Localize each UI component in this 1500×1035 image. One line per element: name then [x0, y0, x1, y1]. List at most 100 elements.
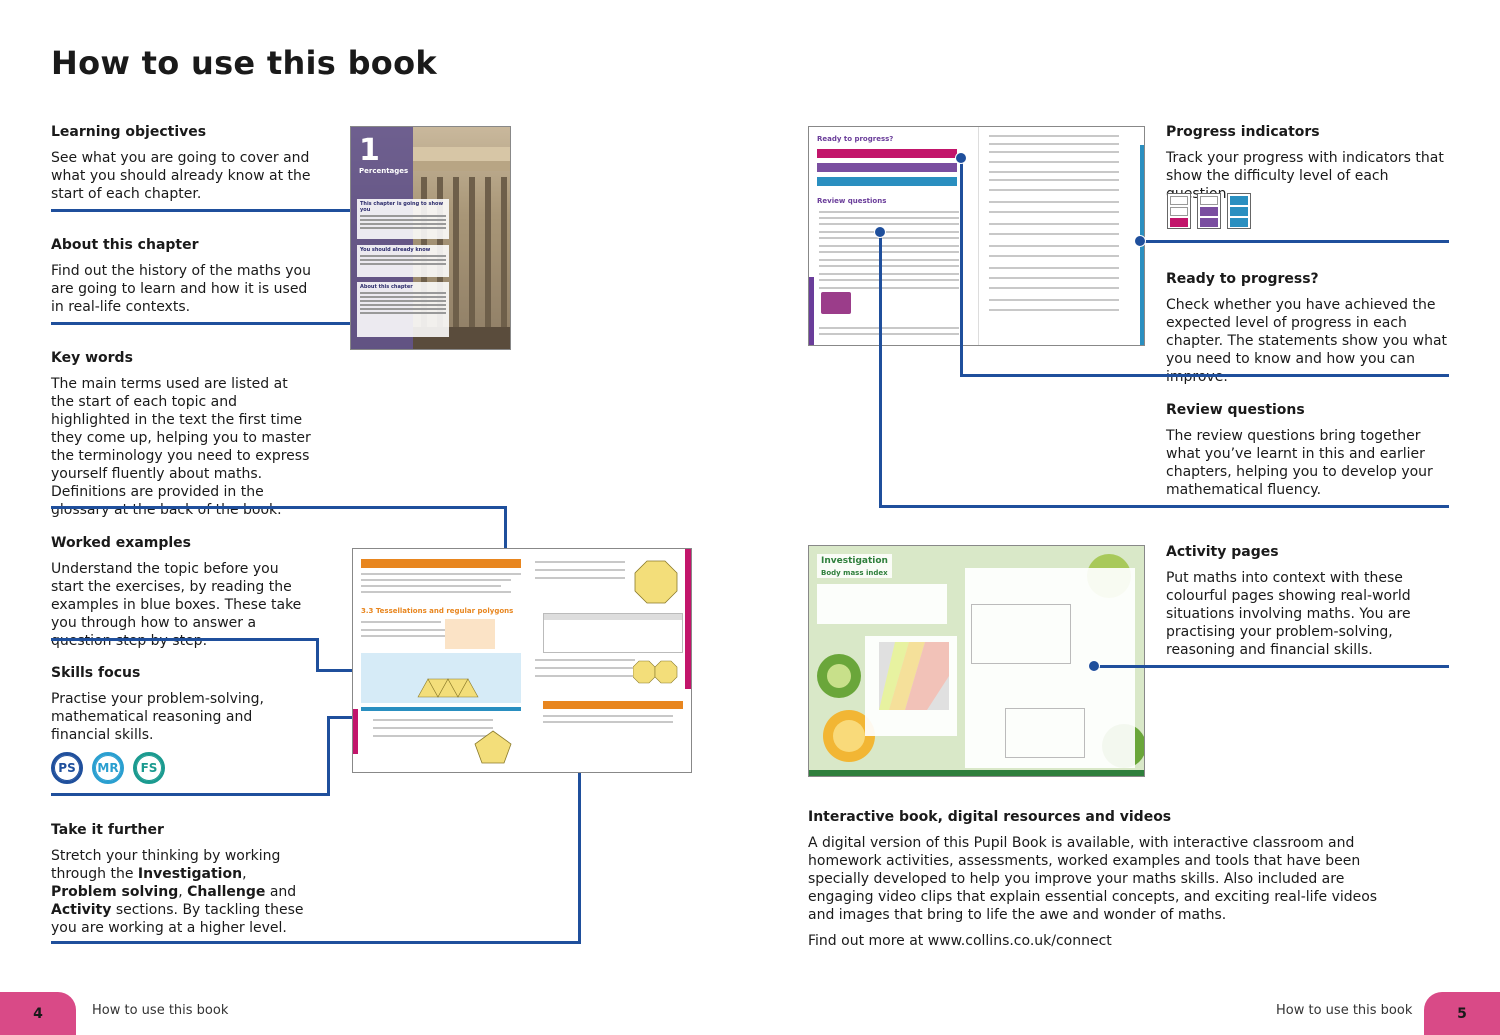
mathematical-reasoning-badge: MR [92, 752, 124, 784]
bmi-chart [879, 642, 949, 710]
objectives-box-title: This chapter is going to show you [360, 201, 444, 213]
pentagon-diagram [474, 730, 512, 764]
bmi-chart-panel [865, 636, 957, 736]
ready-to-progress-connector-vertical [960, 158, 963, 377]
activity-pages-heading: Activity pages [1166, 544, 1279, 560]
about-chapter-text: Find out the history of the maths you ar… [51, 263, 311, 315]
take-further-connector-vertical [578, 733, 581, 944]
take-further-text: Stretch your thinking by working through… [51, 848, 304, 936]
worked-examples-connector-end [316, 669, 370, 672]
key-words-connector [51, 506, 507, 509]
review-questions-label: Review questions [817, 197, 887, 205]
octagon-diagram [634, 560, 678, 604]
learning-objectives-heading: Learning objectives [51, 124, 207, 140]
prior-knowledge-box: You should already know [357, 245, 449, 277]
take-further-section: Take it further Stretch your thinking by… [51, 822, 311, 937]
progress-indicator-high [1227, 193, 1251, 229]
progress-indicators-connector [1140, 240, 1449, 243]
take-further-heading: Take it further [51, 822, 164, 838]
activity-pages-text: Put maths into context with these colour… [1166, 570, 1411, 658]
tessellations-spread-thumbnail: 3.3 Tessellations and regular polygons [352, 548, 692, 773]
progress-indicators-text: Track your progress with indicators that… [1166, 150, 1444, 202]
financial-skills-badge-label: FS [136, 755, 162, 781]
octagon-square-tessellation [633, 660, 678, 684]
skills-focus-text: Practise your problem-solving, mathemati… [51, 691, 265, 743]
review-questions-connector [880, 505, 1449, 508]
learning-objectives-connector [51, 209, 364, 212]
data-table [971, 604, 1071, 664]
bank-card-image [821, 292, 851, 314]
progress-indicators-heading: Progress indicators [1166, 124, 1320, 140]
worked-examples-connector [51, 638, 319, 641]
page-number-right: 5 [1424, 992, 1500, 1035]
review-left-page: Ready to progress? Review questions [809, 127, 977, 345]
activity-pages-connector [1094, 665, 1449, 668]
worked-examples-section: Worked examples Understand the topic bef… [51, 535, 311, 650]
review-spread-thumbnail: Ready to progress? Review questions [808, 126, 1145, 346]
data-table-2 [1005, 708, 1085, 758]
footer-right-title: How to use this book [1276, 1003, 1413, 1018]
page-title: How to use this book [51, 44, 437, 82]
tessellation-diagram [417, 678, 479, 698]
progress-indicators-dot [1134, 235, 1146, 247]
skills-focus-section: Skills focus Practise your problem-solvi… [51, 665, 311, 744]
problem-solving-badge: PS [51, 752, 83, 784]
chapter-opener-thumbnail: 1 Percentages This chapter is going to s… [350, 126, 511, 350]
interactive-heading: Interactive book, digital resources and … [808, 809, 1172, 825]
review-questions-connector-vertical [879, 232, 882, 508]
about-chapter-section: About this chapter Find out the history … [51, 237, 311, 316]
collins-connect-link[interactable]: Find out more at www.collins.co.uk/conne… [808, 933, 1112, 949]
key-words-text: The main terms used are listed at the st… [51, 376, 311, 518]
review-questions-section: Review questions The review questions br… [1166, 402, 1451, 499]
review-questions-dot [874, 226, 886, 238]
key-words-heading: Key words [51, 350, 133, 366]
progress-indicator-mid [1197, 193, 1221, 229]
page-number-left: 4 [0, 992, 76, 1035]
learning-objectives-section: Learning objectives See what you are goi… [51, 124, 311, 203]
interactive-section: Interactive book, digital resources and … [808, 809, 1398, 950]
learning-objectives-text: See what you are going to cover and what… [51, 150, 311, 202]
mathematical-reasoning-badge-label: MR [95, 755, 121, 781]
section-heading: 3.3 Tessellations and regular polygons [361, 607, 514, 615]
financial-skills-badge: FS [133, 752, 165, 784]
progress-indicator-low [1167, 193, 1191, 229]
ready-to-progress-section: Ready to progress? Check whether you hav… [1166, 271, 1451, 386]
chapter-number: 1 [359, 133, 380, 168]
key-words-section: Key words The main terms used are listed… [51, 350, 313, 519]
worked-examples-heading: Worked examples [51, 535, 191, 551]
review-questions-text: The review questions bring together what… [1166, 428, 1433, 498]
about-chapter-heading: About this chapter [51, 237, 199, 253]
about-chapter-box: About this chapter [357, 282, 449, 337]
investigation-title: Investigation [817, 554, 892, 568]
prior-knowledge-box-title: You should already know [360, 247, 431, 253]
review-right-page [978, 127, 1144, 345]
skills-focus-connector-vertical [327, 716, 330, 796]
ready-to-progress-connector [962, 374, 1449, 377]
skills-focus-connector-end [327, 716, 372, 719]
worked-examples-text: Understand the topic before you start th… [51, 561, 302, 649]
ready-to-progress-dot [955, 152, 967, 164]
objectives-box: This chapter is going to show you [357, 199, 449, 239]
challenge-banner [361, 559, 521, 568]
about-chapter-connector [51, 322, 364, 325]
ready-to-progress-text: Check whether you have achieved the expe… [1166, 297, 1448, 385]
review-questions-heading: Review questions [1166, 402, 1305, 418]
intro-panel [817, 584, 947, 624]
ready-to-progress-label: Ready to progress? [817, 135, 894, 143]
footer-left-title: How to use this book [92, 1003, 229, 1018]
polygon-table [543, 613, 683, 653]
activity-pages-section: Activity pages Put maths into context wi… [1166, 544, 1451, 659]
worked-examples-connector-vertical [316, 638, 319, 672]
skills-focus-connector [51, 793, 330, 796]
about-chapter-box-title: About this chapter [360, 284, 413, 290]
activity-panel [965, 568, 1135, 768]
chapter-title: Percentages [359, 167, 409, 175]
interactive-text: A digital version of this Pupil Book is … [808, 835, 1378, 923]
key-words-box [445, 619, 495, 649]
skills-focus-heading: Skills focus [51, 665, 141, 681]
ready-to-progress-heading: Ready to progress? [1166, 271, 1319, 287]
take-further-connector [51, 941, 581, 944]
activity-pages-dot [1088, 660, 1100, 672]
progress-indicators-section: Progress indicators Track your progress … [1166, 124, 1451, 203]
investigation-subtitle: Body mass index [817, 568, 892, 578]
